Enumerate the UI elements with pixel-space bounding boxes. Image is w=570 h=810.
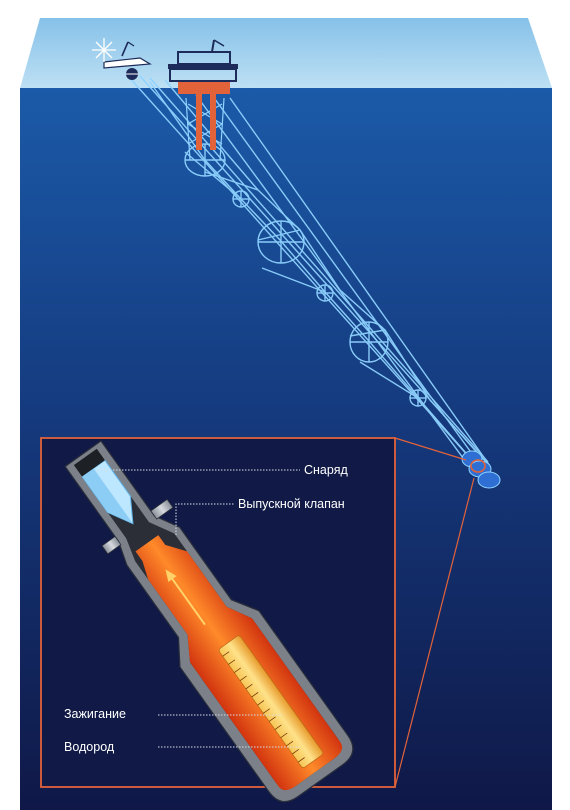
offshore-platform [168, 39, 238, 161]
label-projectile: Снаряд [304, 463, 348, 477]
floating-buoy [92, 38, 152, 80]
launcher-segment [461, 450, 501, 489]
hydrogen-rod [218, 635, 324, 768]
callout-lines [394, 437, 475, 788]
gun-barrel [64, 440, 354, 803]
launch-tube-truss [127, 75, 491, 467]
projectile [73, 448, 134, 525]
exhaust-valve [101, 498, 174, 555]
sea-surface [20, 18, 552, 88]
label-exhaust-valve: Выпускной клапан [238, 497, 345, 511]
label-leaders [98, 469, 300, 748]
flow-arrow-icon [165, 569, 206, 626]
sparkle-icon [92, 38, 116, 62]
label-ignition: Зажигание [64, 707, 126, 721]
label-hydrogen: Водород [64, 740, 115, 754]
